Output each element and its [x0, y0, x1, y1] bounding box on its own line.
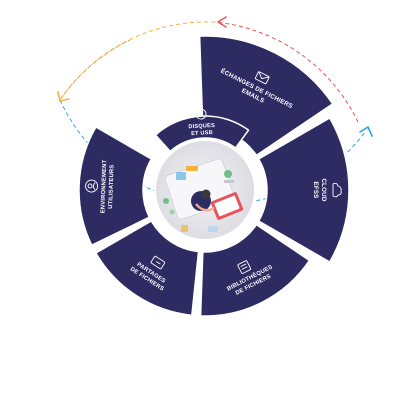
arrow-head-red [217, 16, 227, 28]
arrow-head-blue [359, 126, 373, 137]
segment-shape-disques [154, 115, 250, 153]
segment-text-disques-1: ET USB [191, 130, 213, 137]
arrow-arc-top [214, 21, 359, 123]
center-illustration [154, 139, 256, 241]
segment-text-environnement-0: ENVIRONNEMENT [100, 159, 108, 213]
segment-text-disques-0: DISQUES [188, 123, 215, 130]
cloud-icon [332, 182, 342, 198]
arrow-arc-topleft [59, 21, 216, 101]
usb-drive-icon [195, 108, 207, 120]
users-icon [85, 179, 99, 193]
segment-shape-partages [95, 220, 200, 317]
arrow-heads [57, 16, 373, 137]
segment-shape-bibliotheques [199, 223, 311, 317]
segment-shape-environnement [78, 126, 153, 246]
segment-text-environnement-1: UTILISATEURS [108, 165, 116, 209]
arrow-head-orange [57, 91, 70, 102]
folder-share-icon [150, 255, 166, 270]
arrow-arc-blend [59, 39, 131, 101]
list-document-icon [237, 260, 252, 274]
segment-shape-cloud [257, 117, 350, 263]
segment-text-cloud-1: EFSS [312, 182, 319, 199]
segments-ring: ÉCHANGES DE FICHIERSEMAILSCLOUDEFSSBIBLI… [78, 35, 350, 317]
envelope-person-icon [254, 71, 270, 85]
segment-text-cloud-0: CLOUD [320, 179, 327, 202]
